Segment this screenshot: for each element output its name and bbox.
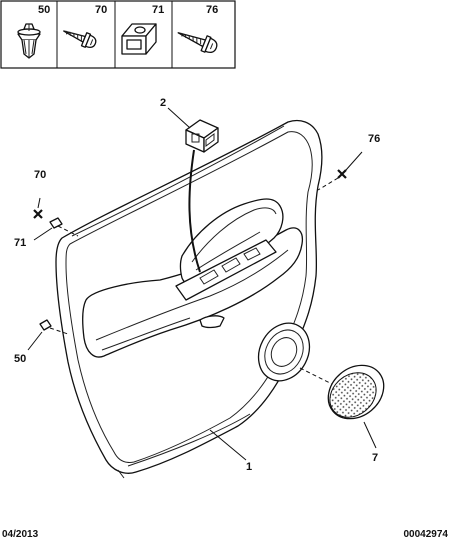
fastener-cell-76[interactable]: 76 <box>175 4 219 56</box>
speaker-opening <box>257 322 311 382</box>
fastener-ref-76: 76 <box>206 4 218 16</box>
leader-71-dash <box>57 225 79 237</box>
leader-71 <box>33 227 53 241</box>
screw-76-marker[interactable] <box>337 169 347 179</box>
screw-70-marker[interactable] <box>33 209 43 219</box>
speaker-grille[interactable] <box>318 354 395 429</box>
fastener-cell-71[interactable]: 71 <box>121 4 164 55</box>
push-rivet-icon <box>17 23 41 59</box>
leader-50 <box>27 331 43 351</box>
leader-1 <box>209 429 247 461</box>
pull-cup <box>199 315 225 329</box>
leader-2 <box>167 107 191 129</box>
callout-70: 70 <box>34 169 46 181</box>
switch-bezel <box>175 239 277 301</box>
door-pull-handle <box>179 198 284 286</box>
door-trim-panel[interactable] <box>55 119 323 479</box>
callout-71: 71 <box>14 237 26 249</box>
callout-1: 1 <box>246 461 252 473</box>
fastener-reference-box: 50 70 71 <box>0 0 236 69</box>
leader-7-dash <box>299 367 333 385</box>
fastener-ref-70: 70 <box>95 4 107 16</box>
leader-50-dash <box>49 327 69 335</box>
leader-76 <box>345 151 363 171</box>
window-switch[interactable] <box>185 119 219 273</box>
clip-71-marker[interactable] <box>49 217 63 229</box>
leader-7 <box>363 421 377 449</box>
leader-70 <box>37 197 41 209</box>
screw-icon <box>177 32 218 54</box>
callout-7: 7 <box>372 452 378 464</box>
clip-nut-icon <box>121 23 157 55</box>
callout-76: 76 <box>368 133 380 145</box>
fastener-ref-50: 50 <box>38 4 50 16</box>
callout-50: 50 <box>14 353 26 365</box>
screw-icon <box>63 30 97 49</box>
callout-2: 2 <box>160 97 166 109</box>
date-code: 04/2013 <box>2 529 39 540</box>
leader-76-dash <box>317 177 339 191</box>
fastener-cell-70[interactable]: 70 <box>61 4 107 50</box>
fastener-cell-50[interactable]: 50 <box>17 4 50 59</box>
fastener-ref-71: 71 <box>152 4 164 16</box>
document-number: 00042974 <box>403 529 449 540</box>
rivet-50-marker[interactable] <box>39 319 52 331</box>
